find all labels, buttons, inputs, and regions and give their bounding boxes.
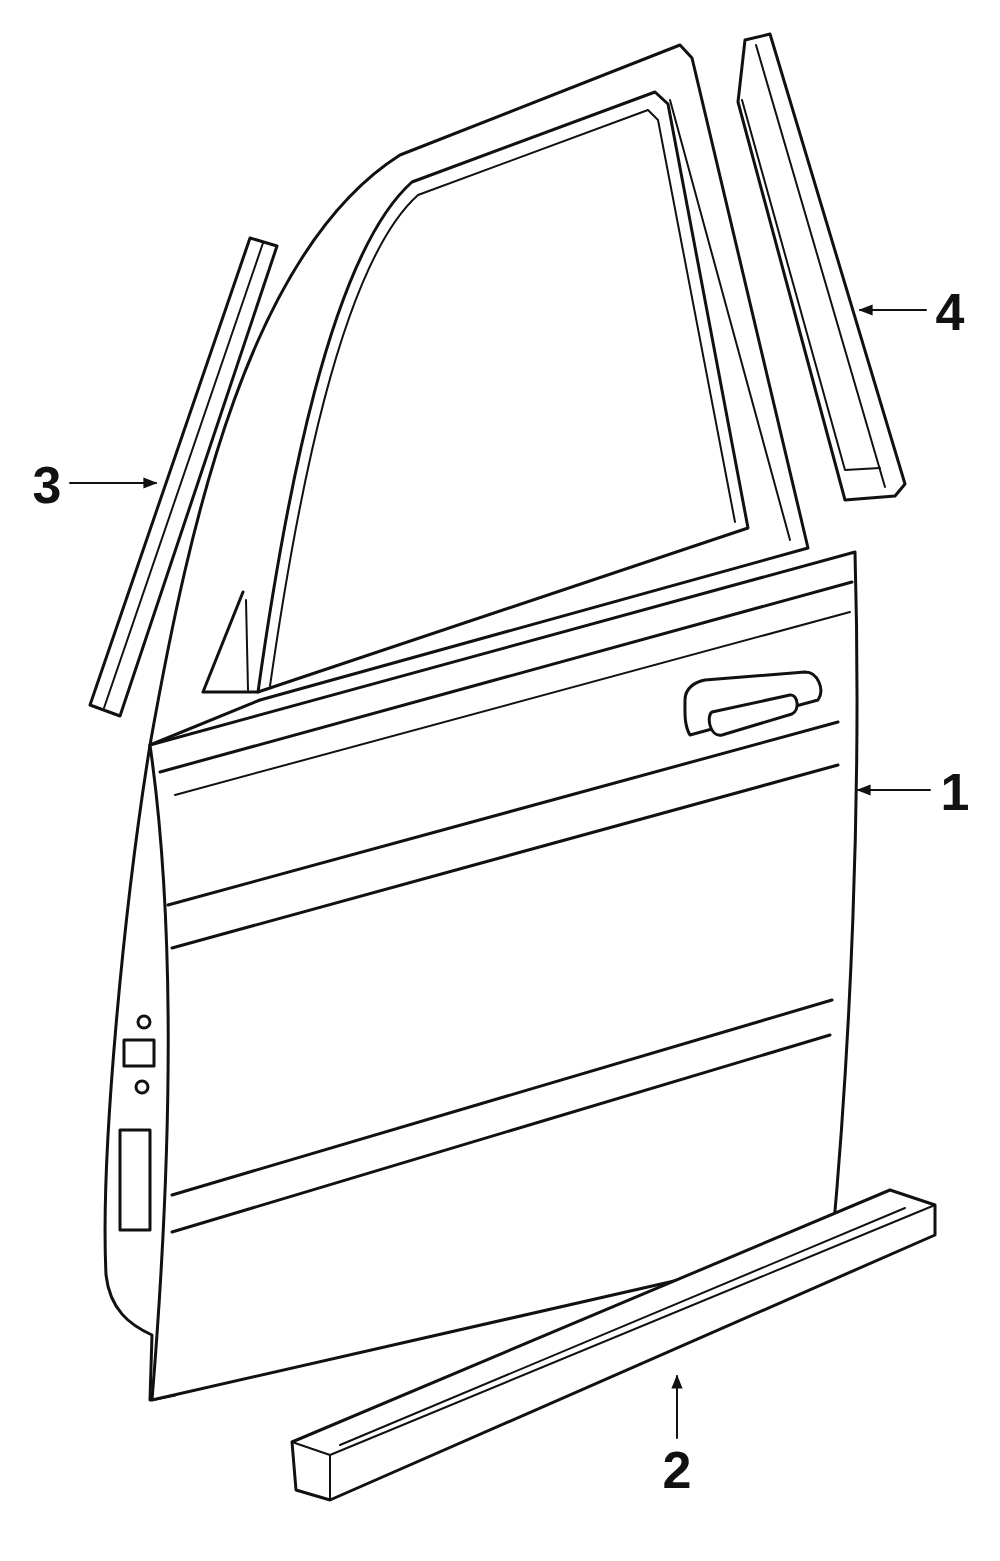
leader-line <box>676 1376 678 1438</box>
body-crease <box>172 1035 830 1232</box>
pillar-moulding <box>90 238 277 716</box>
callout-number: 4 <box>936 286 965 338</box>
edge-hole <box>136 1081 148 1093</box>
callout-number: 1 <box>941 766 970 818</box>
rear-channel <box>742 100 880 470</box>
body-crease <box>168 722 838 905</box>
body-crease <box>172 1000 832 1195</box>
vent-corner <box>203 592 258 692</box>
callout-number: 3 <box>33 459 62 511</box>
pillar-moulding <box>104 243 263 708</box>
latch-opening <box>124 1040 154 1066</box>
belt-moulding <box>160 582 852 772</box>
rear-channel <box>756 45 885 487</box>
vent-corner <box>246 600 248 690</box>
rear-channel <box>738 34 905 500</box>
glass-channel <box>270 110 735 686</box>
edge-hole <box>138 1016 150 1028</box>
belt-moulding <box>175 612 850 795</box>
door-handle <box>709 695 797 735</box>
body-moulding <box>340 1208 905 1445</box>
leader-line <box>858 789 930 791</box>
body-moulding <box>292 1205 935 1455</box>
body-crease <box>172 765 838 948</box>
body-moulding <box>292 1190 935 1500</box>
callout-number: 2 <box>663 1444 692 1496</box>
body-moulding <box>329 1455 331 1500</box>
leader-line <box>70 482 156 484</box>
leader-line <box>860 309 926 311</box>
latch-slot <box>120 1130 150 1230</box>
door-handle <box>685 672 821 735</box>
